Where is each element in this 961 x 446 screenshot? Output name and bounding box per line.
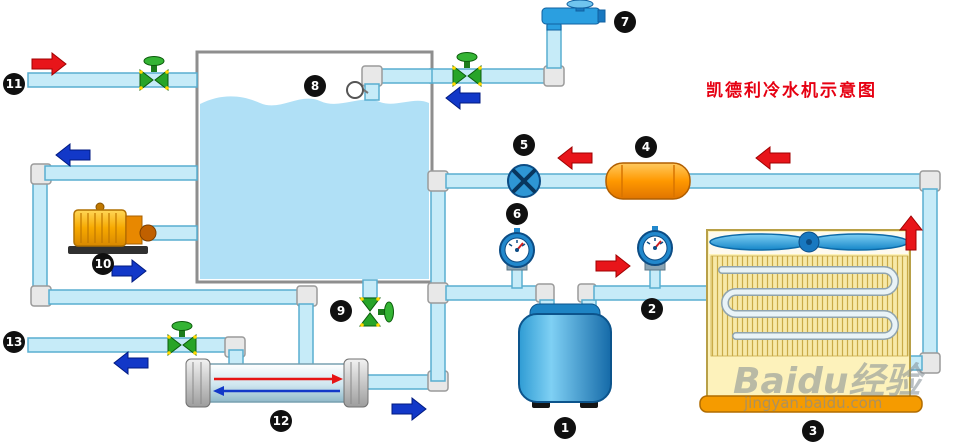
flow-arrow-blue-left [445, 85, 481, 111]
condenser [699, 229, 923, 413]
pipe-segment [365, 374, 433, 390]
exchanger-shell [206, 363, 348, 403]
callout-9: 9 [330, 300, 352, 322]
pressure-gauge-high [637, 226, 673, 271]
condenser-fan [709, 231, 909, 253]
compressor [518, 303, 612, 408]
green-valve-drain [358, 297, 394, 327]
heat-exchanger [185, 358, 369, 408]
callout-11: 11 [3, 73, 25, 95]
expansion-valve [507, 164, 541, 198]
pipe-segment [48, 289, 302, 305]
callout-6: 6 [506, 203, 528, 225]
gauge-stem [511, 267, 523, 289]
pipe-segment [298, 303, 314, 367]
green-valve-outlet [167, 321, 197, 357]
pipe-elbow [919, 170, 941, 192]
flow-arrow-blue-right [391, 396, 427, 422]
pipe-segment [27, 72, 198, 88]
flow-arrows [31, 51, 924, 422]
diagram-title: 凯德利冷水机示意图 [706, 81, 877, 101]
filter-drier [605, 162, 691, 200]
flow-arrow-blue-left [55, 142, 91, 168]
pipe-segment [922, 188, 938, 358]
callout-10: 10 [92, 253, 114, 275]
pipe-segment [379, 68, 433, 84]
pipe-elbow [30, 285, 52, 307]
pipe-elbow [361, 65, 383, 87]
gauge-stem [649, 267, 661, 289]
flow-arrow-red-left [557, 145, 593, 171]
callout-2: 2 [641, 298, 663, 320]
flow-arrow-red-up [898, 215, 924, 251]
green-valve-inlet [139, 56, 169, 92]
float-valve [346, 81, 369, 99]
pipe-segment [32, 181, 48, 291]
pipe-segment [445, 285, 539, 301]
pressure-gauge-low [499, 228, 535, 271]
pipe-segment [44, 165, 198, 181]
pipe-elbow [427, 170, 449, 192]
callout-1: 1 [554, 417, 576, 439]
exchanger-endcap [185, 358, 211, 408]
pipe-tee [427, 282, 449, 304]
pipe-segment [429, 68, 549, 84]
pipe-elbow [543, 65, 565, 87]
condenser-base [699, 395, 923, 413]
pipe-elbow [296, 285, 318, 307]
float-ball [346, 81, 364, 99]
tank-water [200, 96, 429, 280]
pipe-elbow [919, 352, 941, 374]
callout-8: 8 [304, 75, 326, 97]
pipe-segment [362, 279, 378, 299]
callout-4: 4 [635, 136, 657, 158]
pipe-segment [546, 25, 562, 69]
watermark-brand: Baidu经验 [733, 361, 921, 402]
flow-arrow-blue-left [113, 350, 149, 376]
callout-3: 3 [802, 420, 824, 442]
callout-12: 12 [270, 410, 292, 432]
flow-arrow-blue-right [111, 258, 147, 284]
pipe-segment [27, 337, 228, 353]
flow-arrow-red-right [595, 253, 631, 279]
tap-handle [566, 0, 594, 9]
flow-arrow-red-left [755, 145, 791, 171]
water-tap [541, 0, 606, 31]
flow-arrow-red-right [31, 51, 67, 77]
callout-7: 7 [614, 11, 636, 33]
green-valve-fill [452, 52, 482, 88]
watermark-url: jingyan.baidu.com [744, 394, 883, 412]
callout-5: 5 [513, 134, 535, 156]
water-pump [68, 202, 157, 254]
exchanger-endcap [343, 358, 369, 408]
callout-13: 13 [3, 331, 25, 353]
